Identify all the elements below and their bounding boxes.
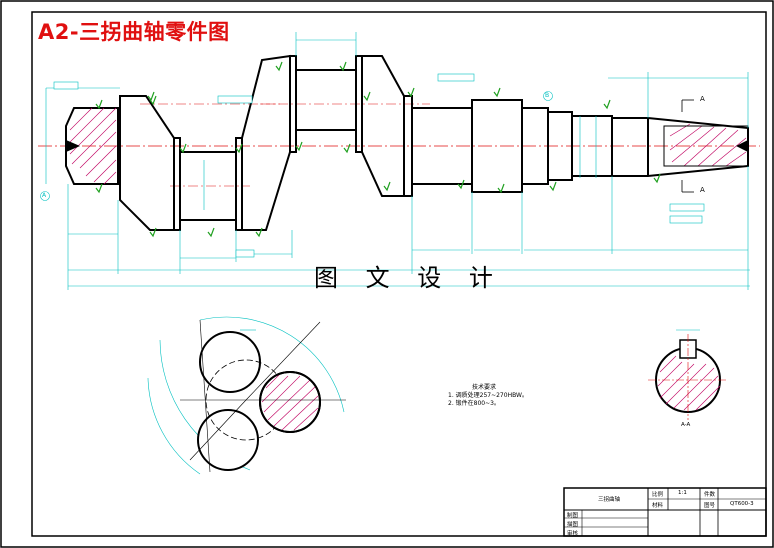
notes-item-2: 2. 锻件在800~3。 — [448, 400, 500, 407]
center-hole-left — [66, 140, 80, 152]
inner-border — [31, 11, 767, 537]
notes-item-1: 1. 调质处理257~270HBW。 — [448, 392, 528, 399]
section-mark-bottom: A — [700, 186, 705, 194]
tolerance-frames — [53, 73, 705, 258]
datum-b-label: B — [545, 92, 550, 99]
dimension-lines — [45, 32, 750, 290]
title-block — [563, 487, 767, 537]
title-block-scale-label: 比例 — [652, 492, 664, 498]
title-block-count-label: 件数 — [704, 492, 716, 498]
roughness-symbols — [95, 61, 661, 238]
hatch-right-end — [669, 123, 747, 167]
crankshaft-outline — [65, 54, 749, 231]
watermark-text: 图 文 设 计 — [314, 264, 503, 292]
title-block-drawing-no: QT600-3 — [730, 501, 754, 507]
title-block-scale-value: 1:1 — [678, 490, 687, 496]
title-block-row-1: 制图 — [567, 513, 579, 519]
title-block-row-2: 描图 — [567, 522, 579, 528]
section-aa-view — [648, 329, 728, 420]
title-block-part-name: 三拐曲轴 — [598, 497, 621, 503]
page-title: A2-三拐曲轴零件图 — [38, 20, 230, 44]
technical-notes: 技术要求 1. 调质处理257~270HBW。 2. 锻件在800~3。 — [448, 384, 528, 408]
section-cut-marks — [681, 99, 694, 193]
datum-a-label: A — [42, 192, 47, 199]
title-block-material-label: 材料 — [652, 503, 664, 509]
center-hole-right — [736, 140, 748, 152]
title-block-drawing-no-label: 图号 — [704, 503, 716, 509]
section-label: A-A — [681, 422, 691, 428]
section-mark-top: A — [700, 95, 705, 103]
datum-a-marker — [40, 191, 50, 201]
notes-heading: 技术要求 — [472, 384, 497, 391]
datum-b-marker — [543, 91, 553, 101]
end-view — [147, 316, 346, 475]
title-block-row-3: 审核 — [567, 531, 579, 537]
